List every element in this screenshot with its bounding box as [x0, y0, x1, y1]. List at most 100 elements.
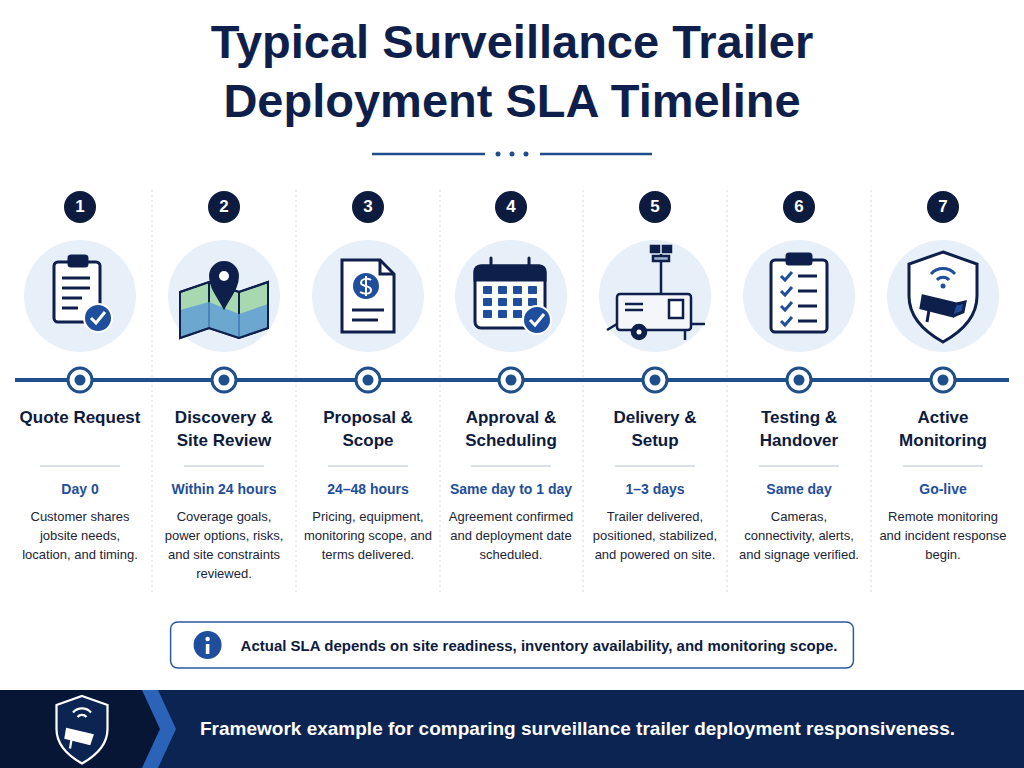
decoration: [498, 310, 507, 318]
footer-band: Framework example for comparing surveill…: [0, 690, 1024, 768]
decoration: [787, 254, 811, 264]
info-icon: [194, 631, 222, 659]
step-number: 7: [927, 191, 959, 223]
step-description: Agreement confirmed and deployment date …: [446, 507, 576, 564]
step-heading: Approval & Scheduling: [450, 406, 572, 452]
decoration: [498, 298, 507, 306]
decoration: [356, 368, 380, 392]
monitoring-shield-icon: [909, 252, 977, 342]
step-number: 1: [64, 191, 96, 223]
step-number: 3: [352, 191, 384, 223]
footer-text: Framework example for comparing surveill…: [200, 718, 955, 740]
decoration: [794, 375, 805, 386]
decoration: [684, 330, 687, 340]
decoration: [490, 258, 493, 272]
step-number-text: 1: [75, 197, 84, 217]
decoration: [513, 310, 522, 318]
decoration: [937, 277, 949, 280]
decoration: [528, 298, 537, 306]
step-description: Cameras, connectivity, alerts, and signa…: [734, 507, 864, 564]
step-timing: Go-live: [875, 480, 1011, 498]
decoration: [498, 286, 507, 294]
step-timing: 24–48 hours: [300, 480, 436, 498]
step-timing: Day 0: [12, 480, 148, 498]
decoration: [625, 303, 643, 306]
heading-rules: [40, 465, 983, 467]
decoration: [24, 240, 136, 352]
decoration: [66, 729, 93, 744]
decoration: [62, 287, 90, 290]
decoration: [781, 272, 817, 325]
decoration: [953, 302, 965, 316]
decoration: [781, 317, 792, 325]
decoration: [40, 465, 120, 467]
decoration: [91, 312, 105, 323]
decoration: [499, 368, 523, 392]
decoration: [781, 272, 792, 280]
decoration: [328, 465, 408, 467]
decoration: [455, 240, 567, 352]
step-number-text: 3: [363, 197, 372, 217]
decoration: [650, 375, 661, 386]
footer-chevron: [142, 690, 176, 768]
icon-grounds: [24, 240, 999, 352]
decoration: [513, 286, 522, 294]
decoration: [296, 190, 297, 595]
decoration: [759, 465, 839, 467]
step-number-text: 5: [650, 197, 659, 217]
decoration: [617, 294, 691, 330]
title: Typical Surveillance Trailer Deployment …: [112, 12, 912, 130]
decoration: [871, 190, 872, 595]
timeline-dots: [68, 368, 955, 392]
note-box: Actual SLA depends on site readiness, in…: [171, 622, 854, 668]
map-icon: [180, 262, 268, 338]
decoration: [903, 465, 983, 467]
step-number: 4: [495, 191, 527, 223]
decoration: [663, 246, 671, 252]
decoration: [372, 153, 485, 156]
decoration: [57, 696, 108, 764]
decoration: [184, 465, 264, 467]
decoration: [440, 190, 441, 595]
footer-shield-emblem: [57, 696, 108, 764]
decoration: [471, 465, 551, 467]
decoration: [787, 368, 811, 392]
decoration: [599, 240, 711, 352]
decoration: [938, 375, 949, 386]
decoration: [798, 320, 817, 323]
step-heading: Testing & Handover: [738, 406, 860, 452]
decoration: [168, 240, 280, 352]
decoration: [513, 298, 522, 306]
footer-band: [0, 690, 1024, 768]
decoration: [643, 368, 667, 392]
decoration: [530, 314, 544, 325]
step-timing: Within 24 hours: [156, 480, 292, 498]
step-timing: Same day: [731, 480, 867, 498]
step-description: Remote monitoring and incident response …: [878, 507, 1008, 564]
decoration: [625, 309, 643, 312]
decoration: [73, 708, 91, 712]
decoration: [210, 262, 238, 308]
decoration: [798, 275, 817, 278]
decoration: [637, 330, 642, 335]
decoration: [615, 465, 695, 467]
decoration: [909, 252, 977, 342]
decoration: [69, 256, 87, 266]
decoration: [205, 637, 209, 641]
decoration: [219, 271, 229, 281]
decoration: [771, 260, 827, 332]
step-number-text: 7: [938, 197, 947, 217]
step-heading: Proposal & Scope: [307, 406, 429, 452]
decoration: [62, 277, 90, 280]
decoration: [931, 368, 955, 392]
decoration: [219, 375, 230, 386]
decoration: [653, 256, 669, 261]
decoration: [523, 306, 551, 334]
step-heading: Delivery & Setup: [594, 406, 716, 452]
note-box-outline: [171, 622, 854, 668]
decoration: [528, 286, 537, 294]
step-heading: Active Monitoring: [882, 406, 1004, 452]
decoration: [798, 305, 817, 308]
decoration: [68, 368, 92, 392]
step-number: 2: [208, 191, 240, 223]
